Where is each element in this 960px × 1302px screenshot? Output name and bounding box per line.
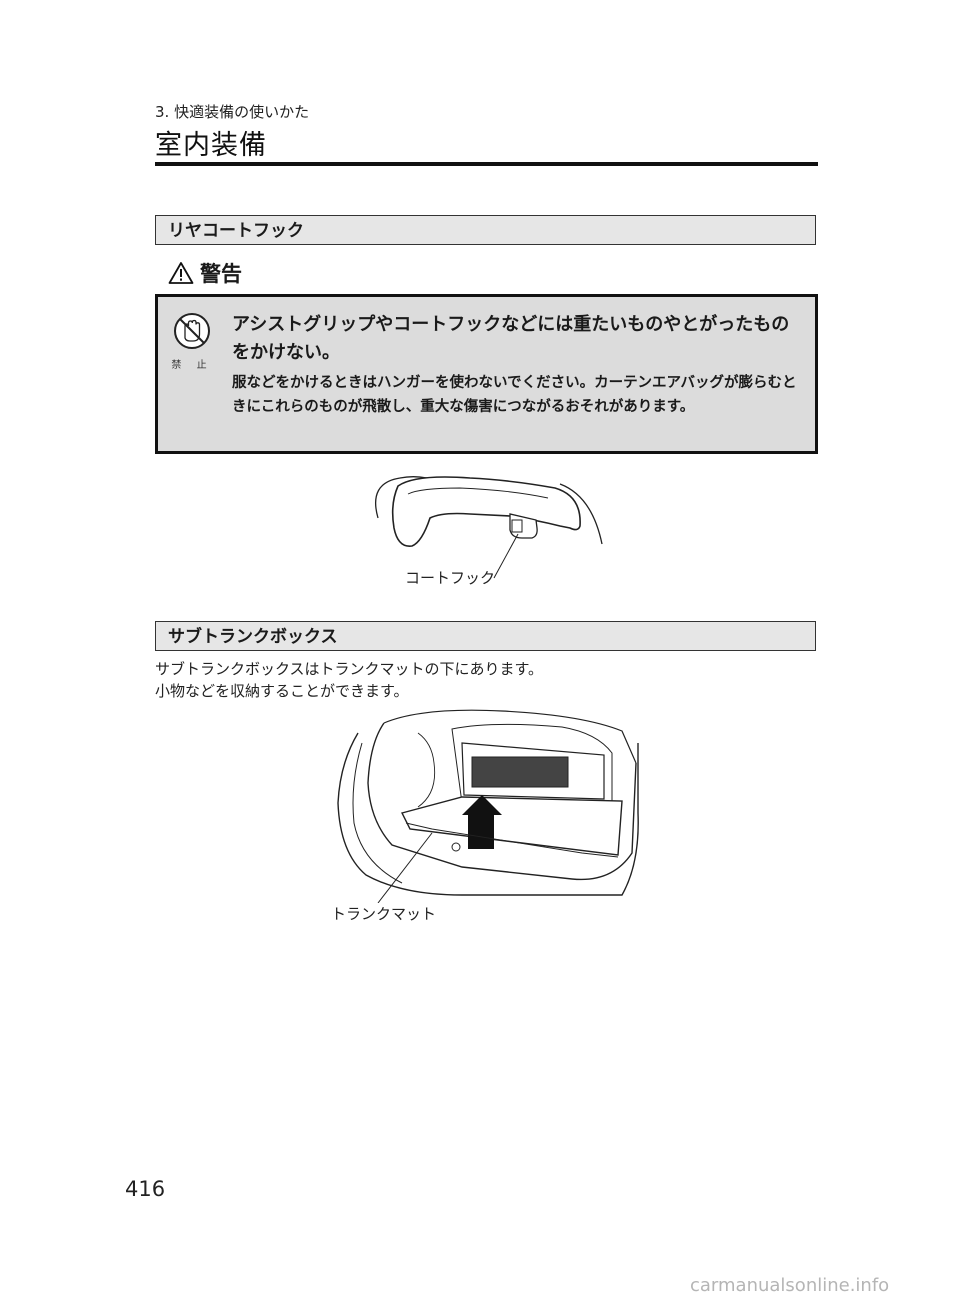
sub-trunk-description: サブトランクボックスはトランクマットの下にあります。 小物などを収納することがで… <box>155 658 543 702</box>
warning-triangle-icon <box>168 262 194 284</box>
prohibit-caption: 禁 止 <box>171 360 213 371</box>
section-heading-sub-trunk-box: サブトランクボックス <box>155 621 816 651</box>
coat-hook-illustration <box>374 476 603 579</box>
chapter-label: 3. 快適装備の使いかた <box>155 103 310 121</box>
warning-main-text: アシストグリップやコートフックなどには重たいものやとがったものをかけない。 <box>232 314 790 363</box>
prohibition-symbol: 禁 止 <box>170 311 214 371</box>
trunk-mat-label: トランクマット <box>331 905 437 923</box>
warning-box: 禁 止 アシストグリップやコートフックなどには重たいものやとがったものをかけない… <box>155 294 818 454</box>
warning-label: 警告 <box>200 262 242 286</box>
prohibit-hand-icon <box>174 313 210 349</box>
trunk-illustration <box>337 709 639 903</box>
warning-detail-text: 服などをかけるときはハンガーを使わないでください。カーテンエアバッグが膨らむとき… <box>232 375 797 415</box>
page-number: 416 <box>125 1177 166 1201</box>
title-underline <box>155 162 818 166</box>
warning-heading: 警告 <box>168 258 242 288</box>
description-line-2: 小物などを収納することができます。 <box>155 682 409 700</box>
coat-hook-label: コートフック <box>405 569 496 587</box>
description-line-1: サブトランクボックスはトランクマットの下にあります。 <box>155 660 544 678</box>
section-heading-coat-hook: リヤコートフック <box>155 215 816 245</box>
page-title: 室内装備 <box>155 130 267 161</box>
watermark: carmanualsonline.info <box>690 1275 890 1296</box>
